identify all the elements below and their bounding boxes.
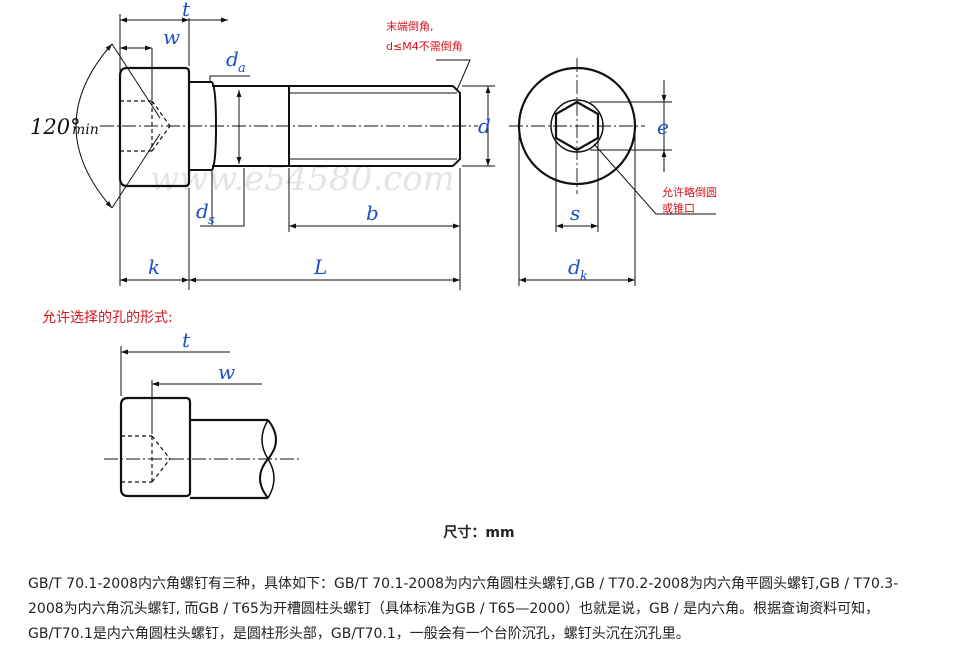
- dim-label-w-alt: w: [218, 360, 235, 384]
- dim-label-w: w: [163, 25, 180, 49]
- dim-label-dk-sub: k: [580, 269, 588, 284]
- dim-label-ds-sub: s: [208, 213, 215, 228]
- dim-label-s: s: [570, 201, 580, 225]
- note-end-chamfer-2: d≤M4不需倒角: [386, 40, 463, 53]
- dim-label-dk: d: [568, 255, 581, 279]
- units-caption: 尺寸：mm: [443, 525, 515, 541]
- dim-label-e: e: [657, 115, 669, 139]
- dim-label-da: d: [226, 47, 239, 71]
- note-end-chamfer-1: 末端倒角,: [386, 19, 434, 33]
- dim-label-t: t: [182, 0, 191, 21]
- end-view-dimensions: [518, 80, 716, 286]
- dimension-lines: [75, 14, 495, 290]
- section-title: 允许选择的孔的形式:: [42, 310, 173, 326]
- alternative-hole-view: [104, 396, 300, 500]
- dim-label-L: L: [313, 255, 327, 279]
- note-round-1: 允许略倒圆: [662, 185, 717, 199]
- dim-label-da-sub: a: [238, 61, 246, 76]
- angle-label-suffix: min: [72, 122, 99, 138]
- screw-end-view: [509, 58, 645, 194]
- alternative-dimensions: [120, 346, 262, 434]
- screw-side-view: [100, 66, 478, 188]
- note-round-2: 或锥口: [662, 202, 695, 215]
- angle-label: 120°: [30, 115, 81, 139]
- description-paragraph: GB/T 70.1-2008内六角螺钉有三种，具体如下：GB/T 70.1-20…: [28, 576, 899, 642]
- dim-label-k: k: [148, 255, 160, 279]
- dim-label-t-alt: t: [182, 328, 191, 352]
- dim-label-ds: d: [196, 199, 209, 223]
- dim-label-b: b: [366, 201, 379, 225]
- dim-label-d: d: [478, 114, 491, 138]
